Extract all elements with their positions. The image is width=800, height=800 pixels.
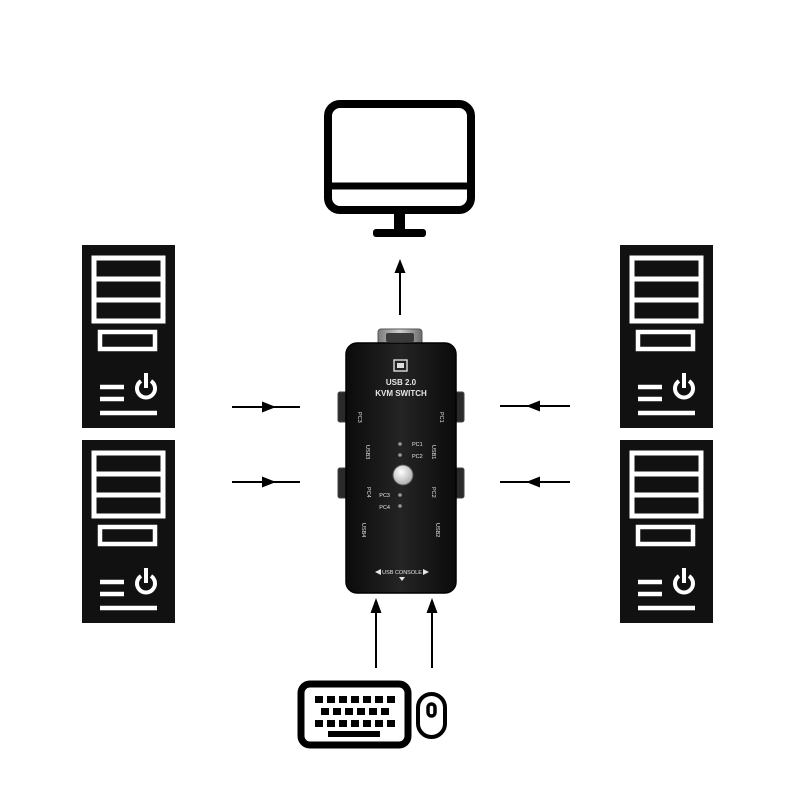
side-label-pc2: PC2	[430, 487, 436, 498]
led-label-pc3: PC3	[379, 493, 390, 499]
side-label-pc1: PC1	[438, 412, 444, 423]
mouse-icon	[416, 692, 447, 739]
arrow-from-keyboard-right	[426, 598, 438, 668]
arrow-from-pc-left-bottom	[232, 476, 300, 488]
led-label-pc2: PC2	[412, 454, 423, 460]
console-right-arrow-icon	[423, 569, 429, 575]
side-label-pc4: PC4	[365, 487, 371, 498]
arrow-from-pc-right-top	[500, 400, 570, 412]
led-indicator	[398, 442, 402, 446]
computer-tower-icon-left-bottom	[82, 440, 175, 623]
arrow-from-keyboard-left	[370, 598, 382, 668]
computer-tower-icon-right-bottom	[620, 440, 713, 623]
led-label-pc4: PC4	[379, 505, 390, 511]
usb-label-2: USB2	[434, 523, 440, 537]
led-indicator	[398, 493, 402, 497]
switch-button[interactable]	[392, 464, 414, 486]
console-left-arrow-icon	[375, 569, 381, 575]
usb-label-4: USB4	[360, 523, 366, 537]
arrow-to-monitor	[394, 259, 406, 315]
monitor-icon	[324, 100, 475, 237]
computer-tower-icon-left-top	[82, 245, 175, 428]
usb-label-1: USB1	[430, 445, 436, 459]
led-indicator	[398, 453, 402, 457]
usb-label-3: USB3	[364, 445, 370, 459]
kvm-title-line2: KVM SWITCH	[375, 389, 427, 398]
arrow-from-pc-left-top	[232, 401, 300, 413]
computer-tower-icon-right-top	[620, 245, 713, 428]
led-label-pc1: PC1	[412, 442, 423, 448]
arrow-from-pc-right-bottom	[500, 476, 570, 488]
console-down-arrow-icon	[399, 577, 405, 581]
console-label: USB CONSOLE	[382, 570, 422, 576]
led-indicator	[398, 504, 402, 508]
keyboard-icon	[297, 680, 412, 749]
side-label-pc3: PC3	[356, 412, 362, 423]
kvm-switch-device: USB 2.0 KVM SWITCH PC1 PC2 PC3 PC4 PC1 P…	[337, 328, 465, 594]
kvm-title-line1: USB 2.0	[386, 378, 417, 387]
